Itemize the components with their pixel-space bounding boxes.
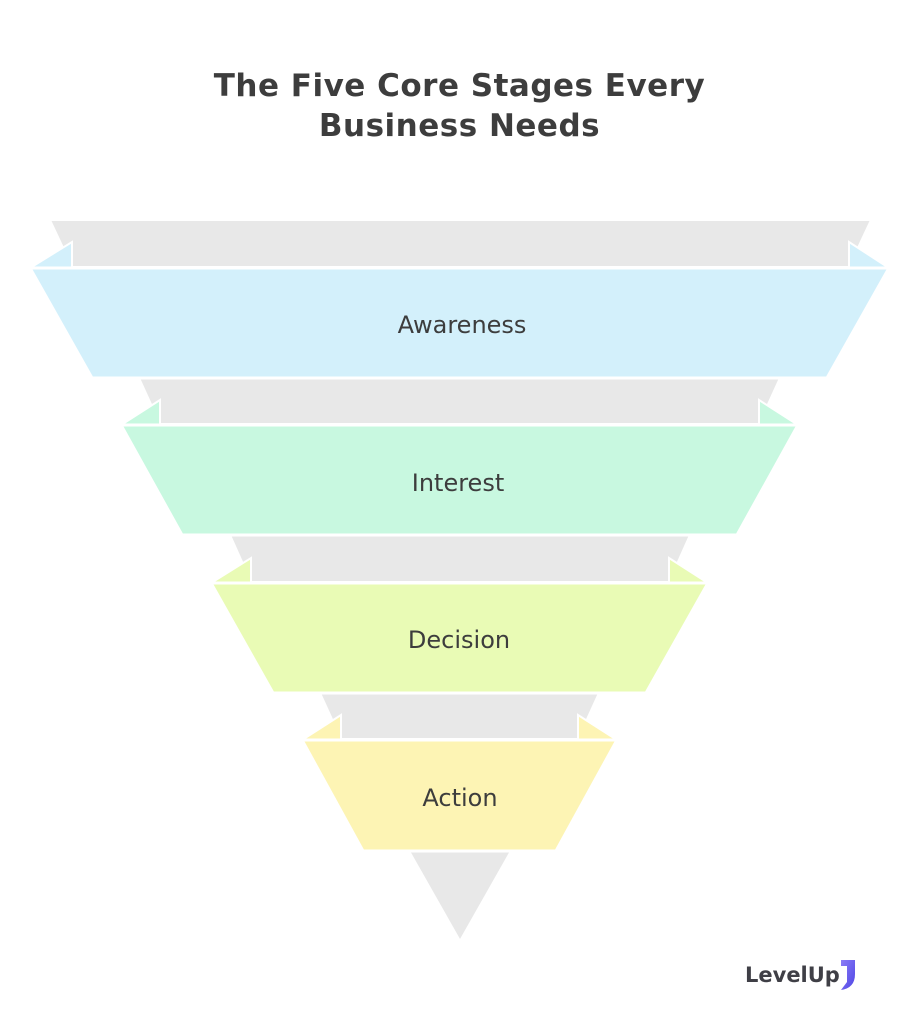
awareness-label: Awareness: [398, 311, 527, 339]
funnel-back-panel-3: [228, 534, 692, 583]
funnel-back-panel-2: [137, 377, 782, 425]
awareness-side-flap-right: [848, 240, 893, 269]
decision-label: Decision: [408, 626, 510, 654]
decision-band: [208, 581, 711, 695]
action-side-flap-left: [298, 713, 342, 741]
awareness-side-flap-left: [26, 240, 73, 269]
stage-action: Action: [298, 713, 621, 853]
decision-side-flap-left: [207, 556, 252, 584]
diagram-title: The Five Core Stages Every Business Need…: [0, 66, 919, 146]
funnel-back-panel-1: [48, 219, 873, 268]
title-line-2: Business Needs: [318, 108, 601, 144]
decision-side-flap-right: [668, 556, 712, 584]
funnel-bottom-tip: [407, 850, 513, 944]
logo-text: LevelUp: [745, 963, 840, 987]
interest-band: [118, 423, 801, 537]
funnel-back-panel-4: [318, 692, 601, 740]
awareness-band: [27, 266, 892, 380]
interest-side-flap-left: [117, 398, 161, 426]
stage-interest: Interest: [117, 398, 802, 537]
stage-awareness: Awareness: [26, 240, 893, 380]
interest-label: Interest: [412, 469, 504, 497]
action-label: Action: [422, 784, 497, 812]
title-line-1: The Five Core Stages Every: [213, 68, 706, 104]
action-side-flap-right: [577, 713, 621, 741]
stage-decision: Decision: [207, 556, 712, 695]
interest-side-flap-right: [758, 398, 802, 426]
levelup-logo-mark-icon: [841, 960, 855, 990]
action-band: [299, 738, 620, 853]
